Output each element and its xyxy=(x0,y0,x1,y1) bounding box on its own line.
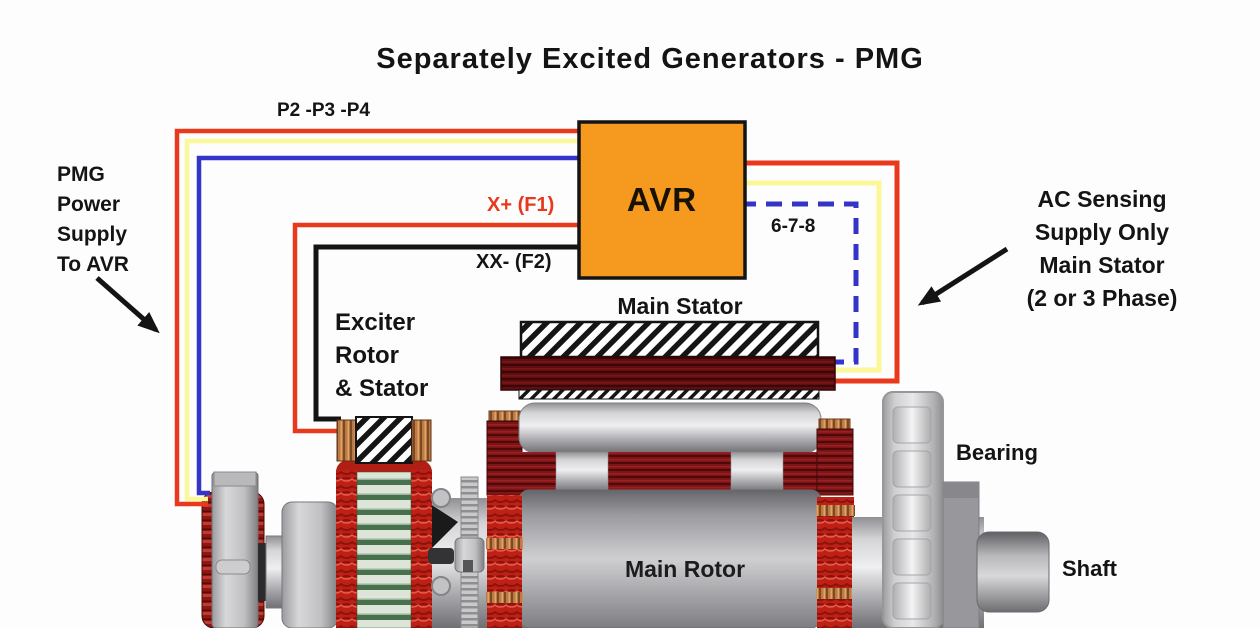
rotor-right-end-windings xyxy=(817,497,854,628)
rotor-pole-notch-left xyxy=(555,451,609,493)
bearing-roller-2 xyxy=(892,450,932,488)
label-6-7-8: 6-7-8 xyxy=(771,216,816,237)
main-stator-graphic xyxy=(500,320,836,400)
bracket-step xyxy=(943,482,979,498)
exciter-left-coils xyxy=(336,470,358,628)
rotor-right-copper-2 xyxy=(816,588,855,599)
pmg-disc-slot xyxy=(215,559,251,575)
label-exciter-rotor-stator: Exciter Rotor & Stator xyxy=(335,309,429,402)
bearing-roller-4 xyxy=(892,538,932,576)
drive-end xyxy=(852,391,1050,628)
pmg-disc-tab xyxy=(213,471,257,487)
hub-disc xyxy=(281,501,339,628)
pmg-wire-red xyxy=(174,128,585,507)
pmg-section xyxy=(201,471,265,628)
rotor-left-copper-1 xyxy=(486,538,523,549)
sensing-wire-blue-dashed xyxy=(740,201,859,365)
label-p2-p3-p4: P2 -P3 -P4 xyxy=(277,100,370,121)
exciter-stator-core xyxy=(355,416,413,464)
main-stator-windings xyxy=(500,356,836,391)
bearing-roller-1 xyxy=(892,406,932,444)
pmg-wire-blue xyxy=(196,155,585,496)
bearing-roller-3 xyxy=(892,494,932,532)
avr-label: AVR xyxy=(626,181,698,218)
exciter-rotor-graphic xyxy=(336,460,432,628)
rectifier-wedge xyxy=(424,500,458,548)
generator-cutaway-illustration xyxy=(201,391,1050,628)
bracket xyxy=(942,481,980,628)
stud-nut xyxy=(463,560,473,572)
exciter-stator-graphic xyxy=(336,416,432,464)
rotor-pole-notch-right xyxy=(730,451,784,493)
label-x-f1: X+ (F1) xyxy=(487,194,555,216)
sensing-wire-yellow xyxy=(740,180,882,373)
rotor-right-copper-1 xyxy=(816,505,855,516)
label-xx-f2: XX- (F2) xyxy=(476,251,552,273)
label-pmg-power-supply: PMG Power Supply To AVR xyxy=(57,163,129,276)
page-title: Separately Excited Generators - PMG xyxy=(376,43,924,75)
exciter-laminations xyxy=(356,471,412,628)
pmg-wire-yellow xyxy=(184,138,585,502)
rotor-top-cylinder xyxy=(518,402,822,454)
rotor-right-lamination xyxy=(816,428,854,496)
main-rotor-graphic xyxy=(486,402,855,628)
rotor-left-copper-bar xyxy=(488,410,521,422)
connector-block xyxy=(428,548,454,564)
shaft-step xyxy=(265,535,285,609)
label-main-stator: Main Stator xyxy=(617,293,743,319)
rotor-left-end-windings xyxy=(487,495,522,628)
label-main-rotor: Main Rotor xyxy=(624,556,746,582)
pmg-gray-disc xyxy=(211,471,259,628)
shaft-end-graphic xyxy=(976,531,1050,613)
main-stator-airgap-strip xyxy=(518,389,820,400)
clip-top xyxy=(431,488,451,508)
bearing-roller-5 xyxy=(892,582,932,620)
avr-box xyxy=(577,120,747,280)
exciter-stator-copper-left xyxy=(336,419,357,462)
label-shaft: Shaft xyxy=(1062,556,1117,581)
exciter-right-coils xyxy=(410,470,432,628)
rotor-left-lamination xyxy=(486,420,523,496)
rotor-right-copper-bar xyxy=(818,418,851,430)
shaft-ring xyxy=(258,543,267,601)
main-stator-core xyxy=(519,320,820,359)
ac-sensing-arrow xyxy=(917,246,1009,306)
pmg-supply-arrow xyxy=(95,276,160,334)
front-shaft-steps xyxy=(258,501,339,628)
field-wire-x-f1 xyxy=(292,222,585,434)
label-bearing: Bearing xyxy=(956,440,1038,465)
exciter-stator-copper-right xyxy=(411,419,432,462)
clip-bottom xyxy=(431,576,451,596)
rotor-left-copper-2 xyxy=(486,592,523,603)
label-ac-sensing: AC Sensing Supply Only Main Stator (2 or… xyxy=(1026,186,1178,311)
wiring xyxy=(174,128,900,507)
field-wire-xx-f2 xyxy=(313,244,585,422)
rotating-rectifier xyxy=(428,476,485,628)
sensing-wire-red xyxy=(740,160,900,384)
